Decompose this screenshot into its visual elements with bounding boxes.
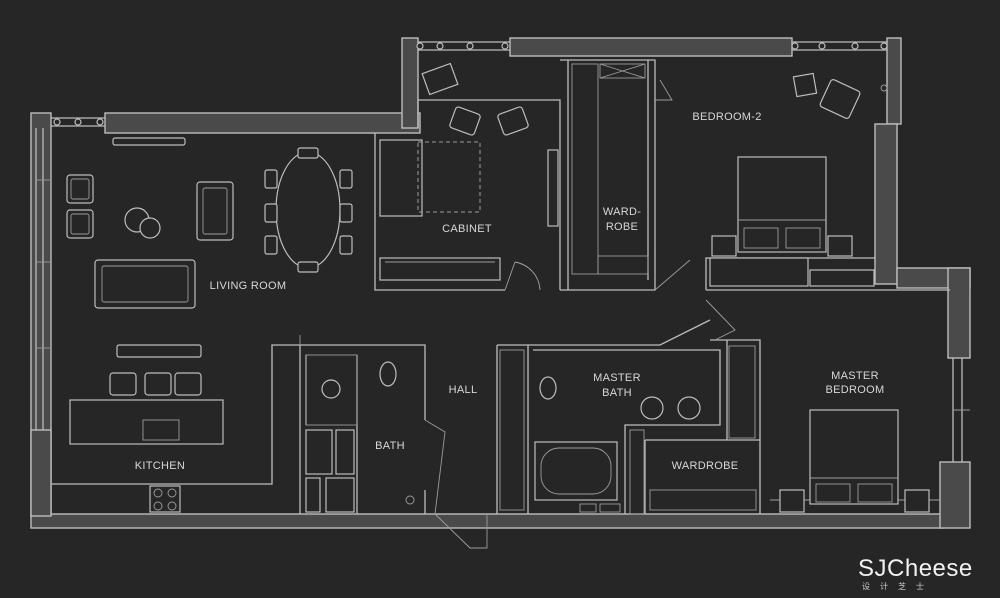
bath-fixtures (305, 361, 415, 513)
wardrobe-top-furniture (571, 63, 649, 275)
label-wardrobe-top-2: ROBE (606, 221, 638, 233)
kitchen-furniture (69, 344, 224, 513)
living-furniture (66, 137, 353, 309)
label-master-bedroom-2: BEDROOM (826, 384, 885, 396)
master-bath-fixtures (499, 345, 757, 515)
label-hall: HALL (449, 384, 478, 396)
room-labels: LIVING ROOM KITCHEN CABINET WARD- ROBE B… (135, 111, 885, 472)
label-master-bath-1: MASTER (593, 372, 641, 384)
label-cabinet: CABINET (442, 223, 492, 235)
label-master-bedroom-1: MASTER (831, 370, 879, 382)
label-kitchen: KITCHEN (135, 460, 185, 472)
label-wardrobe: WARDROBE (672, 460, 739, 472)
bedroom2-furniture (709, 72, 888, 287)
cabinet-furniture (379, 62, 559, 281)
label-bedroom-2: BEDROOM-2 (692, 111, 761, 123)
exterior-walls (30, 37, 971, 529)
label-master-bath-2: BATH (602, 387, 632, 399)
interior-walls (51, 59, 950, 514)
label-bath: BATH (375, 440, 405, 452)
label-living-room: LIVING ROOM (210, 280, 287, 292)
label-wardrobe-top-1: WARD- (603, 206, 641, 218)
watermark-subtitle: 设计芝士 (862, 581, 934, 591)
doors (299, 79, 736, 549)
master-bedroom-furniture (779, 409, 930, 513)
watermark: SJCheese 设计芝士 (858, 555, 973, 591)
watermark-brand: SJCheese (858, 555, 973, 582)
